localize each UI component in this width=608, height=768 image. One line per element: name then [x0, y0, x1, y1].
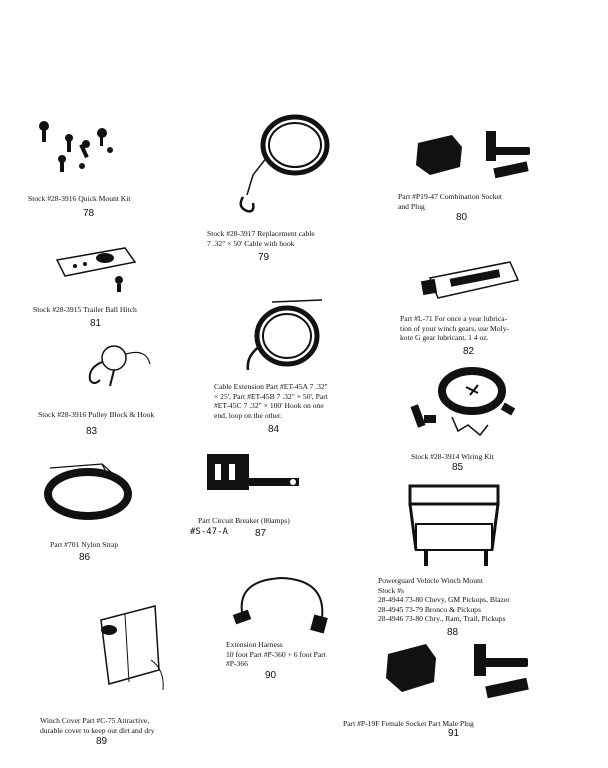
item-87-number: 87: [255, 528, 267, 539]
item-82-number: 82: [463, 346, 475, 357]
item-87-handwritten-part: #S-47-A: [190, 527, 228, 537]
winch-cover-illustration: [100, 605, 164, 691]
item-88-caption: Powerguard Vehicle Winch Mount Stock #s …: [378, 576, 510, 623]
item-90-number: 90: [265, 670, 277, 681]
item-86-number: 86: [79, 552, 91, 563]
item-79-caption: Stock #28-3917 Replacement cable 7 .32" …: [207, 229, 315, 248]
item-85-number: 85: [452, 462, 464, 473]
item-78-caption: Stock #28-3916 Quick Mount Kit: [28, 194, 131, 203]
item-90-caption: Extension Harness 10 foot Part #P-360 + …: [226, 640, 326, 668]
combination-socket-plug-illustration: [416, 131, 530, 179]
item-80-number: 80: [456, 212, 468, 223]
item-86-caption: Part #701 Nylon Strap: [50, 540, 119, 549]
cable-extension-illustration: [246, 299, 323, 371]
quick-mount-kit-illustration: [39, 121, 113, 172]
item-80-caption: Part #P19-47 Combination Socket and Plug: [398, 192, 502, 211]
item-89-number: 89: [96, 736, 108, 747]
nylon-strap-illustration: [44, 463, 132, 520]
item-83-number: 83: [86, 426, 98, 437]
winch-mount-illustration: [408, 484, 500, 566]
item-85-caption: Stock #28-3914 Wiring Kit: [411, 452, 494, 461]
item-81-number: 81: [90, 318, 102, 329]
socket-plug-illustration: [386, 644, 529, 699]
replacement-cable-illustration: [239, 114, 330, 213]
pulley-block-hook-illustration: [88, 345, 151, 387]
item-91-number: 91: [448, 728, 460, 739]
wiring-kit-illustration: [410, 367, 516, 437]
extension-harness-illustration: [232, 576, 328, 634]
item-88-number: 88: [447, 627, 459, 638]
item-81-caption: Stock #28-3915 Trailer Ball Hitch: [33, 305, 137, 314]
item-82-caption: Part #L-71 For once a year lubrica- tion…: [400, 314, 510, 342]
item-84-number: 84: [268, 424, 280, 435]
item-78-number: 78: [83, 208, 95, 219]
item-79-number: 79: [258, 252, 270, 263]
item-83-caption: Stock #28-3916 Pulley Block & Hook: [38, 410, 155, 419]
lubricant-tube-illustration: [420, 261, 520, 299]
circuit-breaker-illustration: [207, 454, 299, 490]
item-87-caption: Part Circuit Breaker (80amps): [198, 516, 290, 525]
item-89-caption: Winch Cover Part #C-75 Attractive, durab…: [40, 716, 155, 735]
item-84-caption: Cable Extension Part #ET-45A 7 .32" × 25…: [214, 382, 328, 420]
item-91-caption: Part #P-19F Female Socket Part Male Plug: [343, 719, 474, 728]
trailer-ball-hitch-illustration: [55, 247, 137, 292]
